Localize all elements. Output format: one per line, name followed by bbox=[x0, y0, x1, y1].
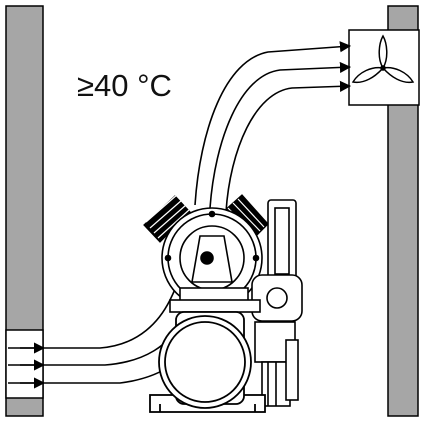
temperature-label: ≥40 °C bbox=[77, 68, 172, 103]
compressor-icon bbox=[143, 193, 303, 407]
fan-icon bbox=[351, 34, 415, 84]
inlet-opening bbox=[5, 329, 44, 399]
motor-icon bbox=[149, 311, 266, 413]
left-cooling-fins bbox=[143, 193, 191, 243]
air-outlet-arrows bbox=[194, 41, 352, 213]
